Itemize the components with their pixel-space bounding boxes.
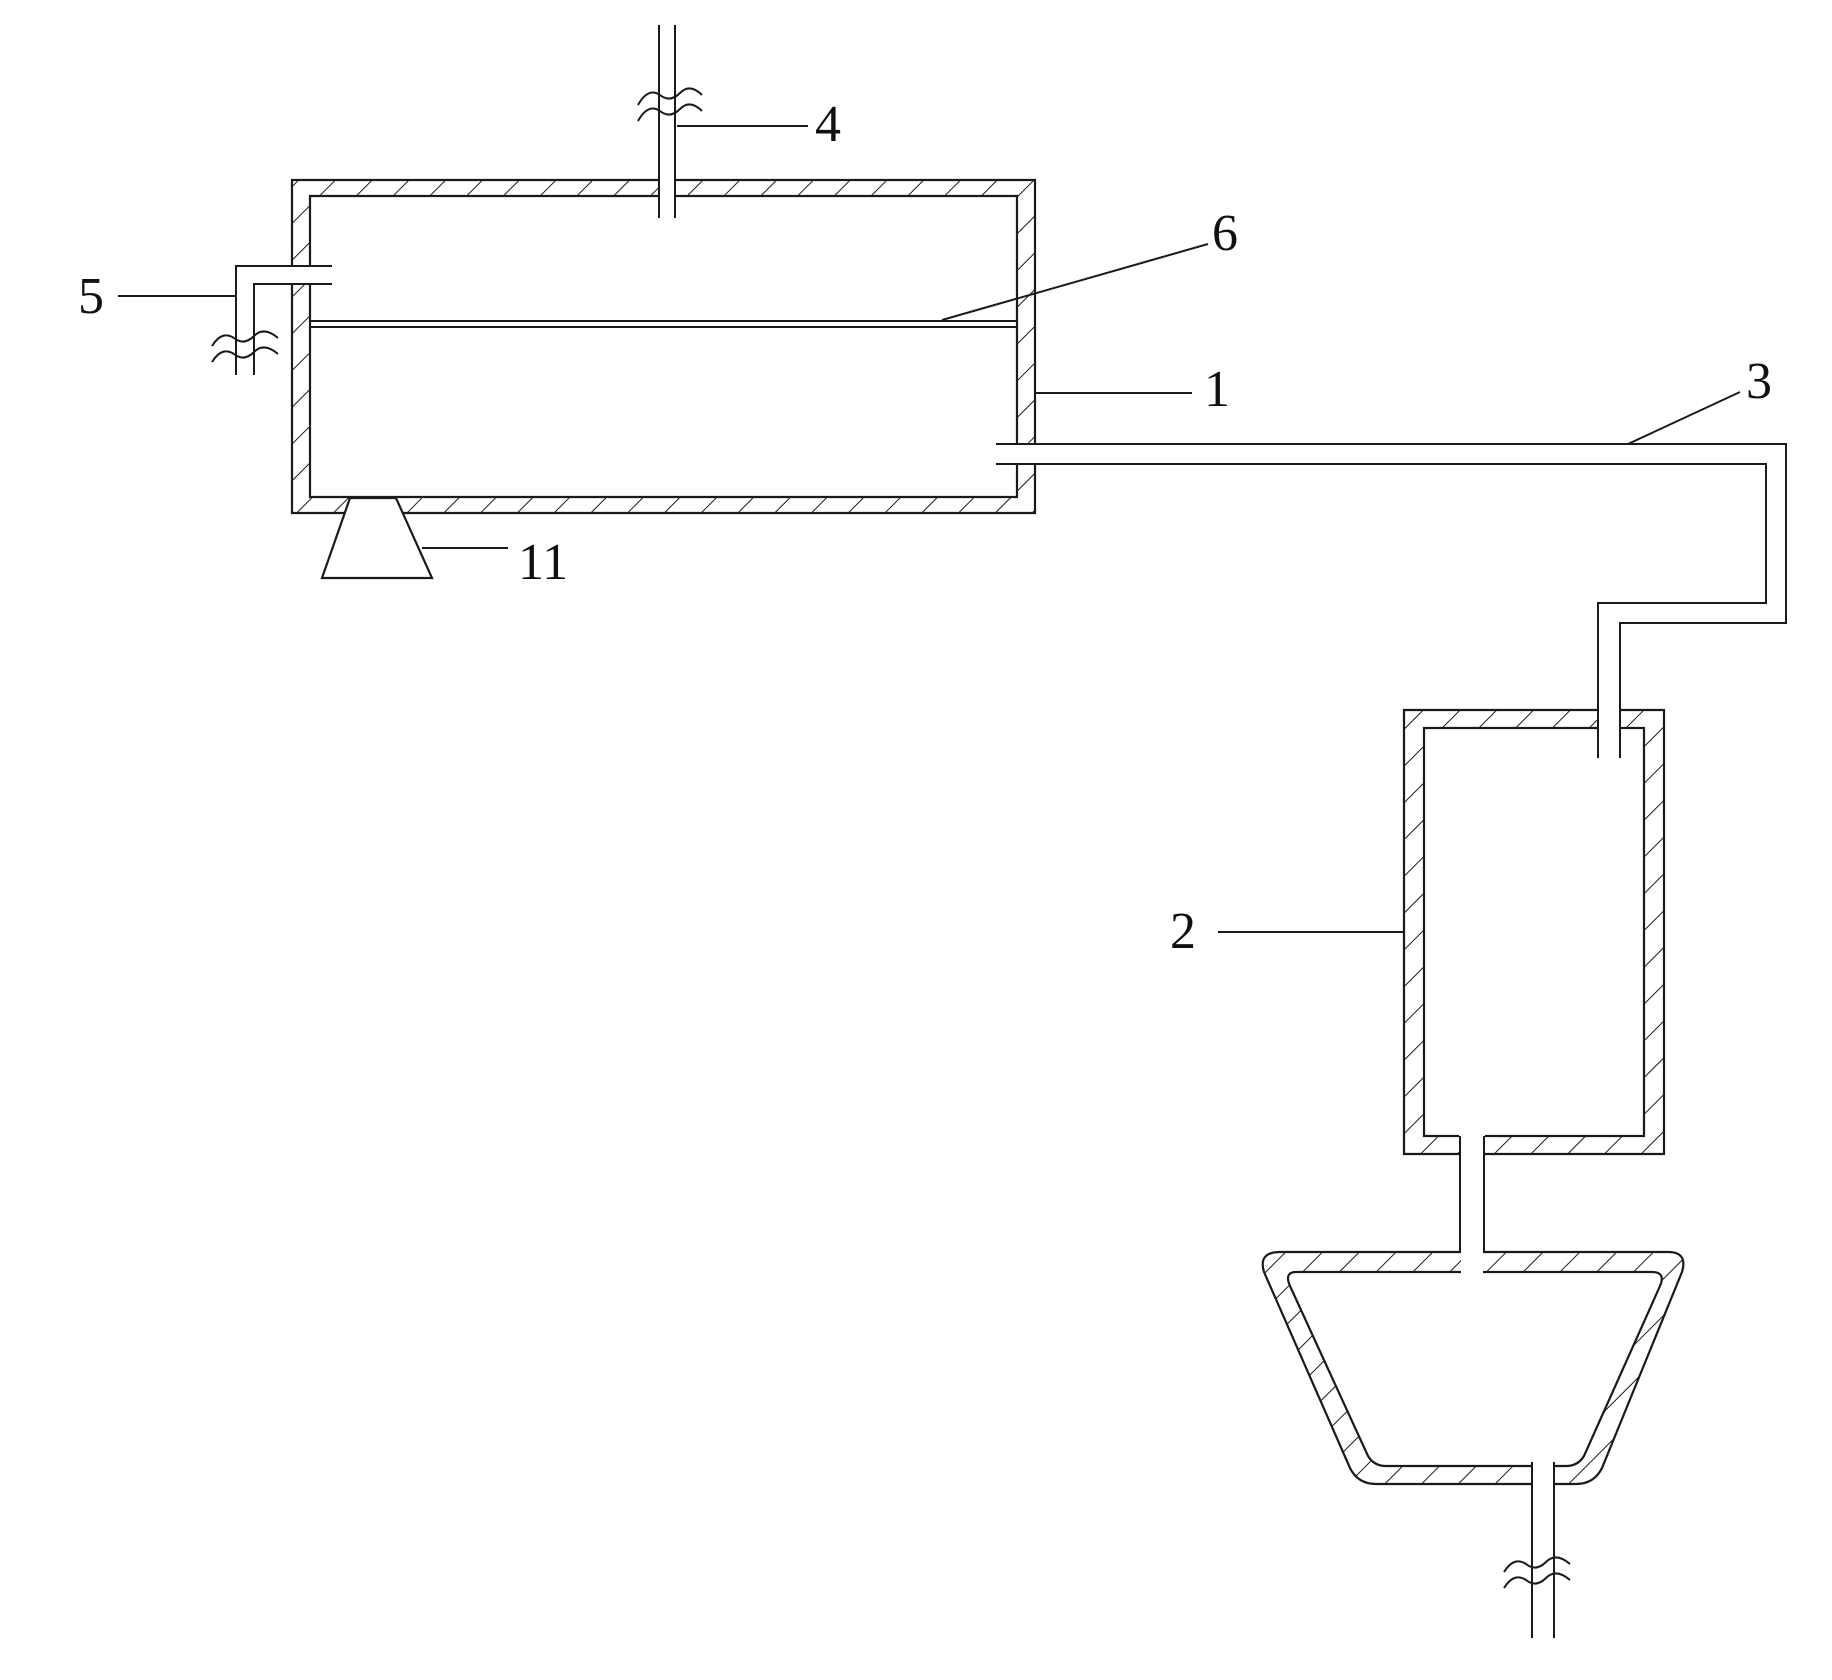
label-11: 11 (518, 534, 568, 591)
label-2: 2 (1170, 903, 1196, 960)
lower-vessel (1261, 1248, 1685, 1488)
label-3: 3 (1746, 353, 1772, 410)
support-foot-11 (320, 496, 434, 580)
label-4: 4 (815, 96, 841, 153)
pipe-5 (211, 265, 332, 375)
pipe-3 (996, 443, 1787, 758)
outlet-pipe (1503, 1462, 1571, 1638)
pipe-4 (637, 25, 703, 218)
label-6: 6 (1212, 205, 1238, 262)
label-5: 5 (78, 268, 104, 325)
vessel-1 (290, 178, 1037, 515)
vessel-2 (1402, 705, 1666, 1158)
neck-pipe (1459, 1136, 1485, 1270)
label-1: 1 (1204, 361, 1230, 418)
leader-lines (118, 125, 1741, 933)
